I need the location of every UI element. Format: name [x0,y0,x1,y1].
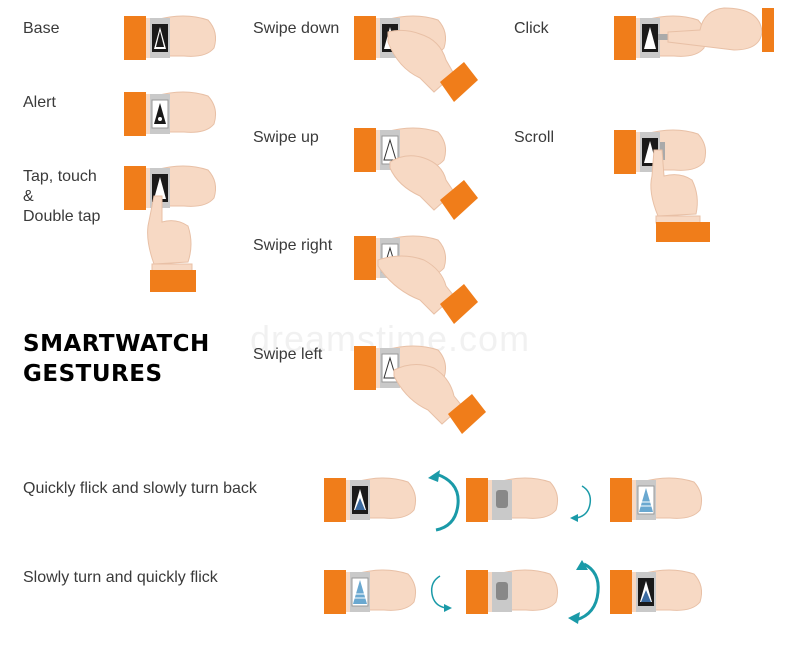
turn-hand-1-icon [324,569,416,614]
label-tap-line1: Tap, touch [23,168,97,185]
label-flick-turn-back: Quickly flick and slowly turn back [23,480,257,497]
base-hand-icon [124,15,216,60]
label-scroll: Scroll [514,129,555,146]
swipe-right-hand-icon [354,235,478,324]
label-tap-line2: & [23,188,34,205]
tap-hand-icon [124,165,216,292]
flick-hand-3-icon [610,477,702,522]
label-tap-line3: Double tap [23,208,101,225]
title-line1: SMARTWATCH [23,331,210,357]
turn-hand-2-icon [466,569,558,614]
scroll-hand-icon [614,129,710,242]
label-swipe-up: Swipe up [253,129,319,146]
swipe-up-hand-icon [354,127,478,220]
flick-hand-1-icon [324,477,416,522]
click-hand-icon [614,7,774,60]
alert-hand-icon [124,91,216,136]
swipe-down-hand-icon [354,15,478,102]
rotate-slow-arrow-icon [570,485,592,522]
title-line2: GESTURES [23,361,163,387]
swipe-left-hand-icon [354,345,486,434]
label-turn-flick: Slowly turn and quickly flick [23,569,218,586]
page-title: SMARTWATCH GESTURES [23,329,210,389]
label-swipe-left: Swipe left [253,346,323,363]
label-alert: Alert [23,94,56,111]
turn-hand-3-icon [610,569,702,614]
label-base: Base [23,20,60,37]
label-swipe-right: Swipe right [253,237,333,254]
label-swipe-down: Swipe down [253,20,340,37]
rotate-fast-arrow-2-icon [568,560,600,624]
label-click: Click [514,20,549,37]
rotate-fast-arrow-icon [428,470,460,532]
flick-hand-2-icon [466,477,558,522]
rotate-slow-arrow-2-icon [430,575,452,612]
